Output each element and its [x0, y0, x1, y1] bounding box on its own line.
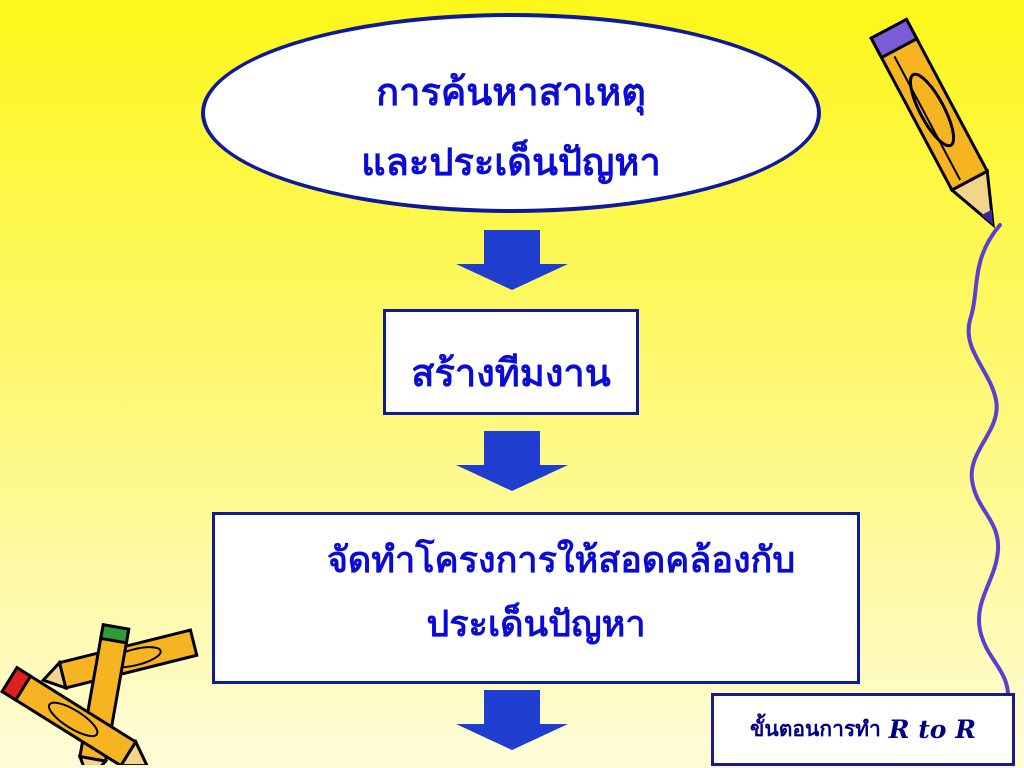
- down-arrow-icon: [456, 690, 568, 750]
- step-box-create-project: จัดทำโครงการให้สอดคล้องกับ ประเด็นปัญหา: [212, 512, 860, 684]
- step-oval-find-cause: การค้นหาสาเหตุ และประเด็นปัญหา: [201, 13, 821, 213]
- caption-r-to-r: R to R: [888, 715, 976, 744]
- down-arrow-icon: [456, 431, 568, 491]
- step-1-line-1: การค้นหาสาเหตุ: [376, 70, 646, 114]
- pencil-icon: [869, 17, 995, 229]
- caption-box: ขั้นตอนการทำ R to R: [711, 693, 1015, 766]
- pencils-icon: [0, 622, 199, 765]
- wavy-line-decoration: [966, 223, 1011, 740]
- step-2-label: สร้างทีมงาน: [411, 351, 611, 395]
- down-arrow-icon: [456, 230, 568, 290]
- step-box-build-team: สร้างทีมงาน: [383, 309, 639, 415]
- step-3-line-2: ประเด็นปัญหา: [426, 604, 646, 645]
- step-3-line-1: จัดทำโครงการให้สอดคล้องกับ: [326, 540, 796, 581]
- step-1-line-2: และประเด็นปัญหา: [361, 140, 661, 184]
- caption-label: ขั้นตอนการทำ: [750, 717, 881, 741]
